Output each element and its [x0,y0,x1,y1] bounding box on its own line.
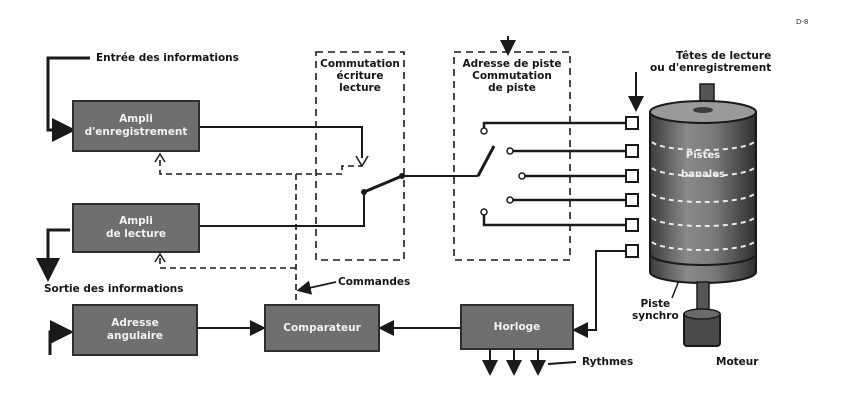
ampli-enreg-line2: d'enregistrement [84,126,188,138]
adresse-angulaire-line1: Adresse [111,317,159,329]
commutation-ecriture-title: Commutation écriture lecture [320,58,400,94]
adresse-piste-l3: de piste [488,82,536,94]
horloge-box: Horloge [460,304,574,350]
adresse-angulaire-line2: angulaire [106,330,164,342]
commutation-ecriture-l2: écriture [336,70,384,82]
comparateur-box: Comparateur [264,304,380,352]
adresse-piste-l2: Commutation [472,70,552,82]
tetes-l2: ou d'enregistrement [650,62,772,74]
figure-ref: D-8 [796,18,809,26]
piste-synchro-l2: synchro [632,310,679,322]
comparateur-label: Comparateur [283,321,361,334]
output-line [36,228,70,282]
commutation-ecriture-l3: lecture [339,82,381,94]
dashed-adresse-piste [453,51,571,261]
track-contacts [480,127,526,216]
drum-label-l1: Pistes [685,150,721,161]
tetes-label: Têtes de lecture ou d'enregistrement [650,50,771,74]
commandes-label: Commandes [338,276,411,288]
drum [649,83,757,347]
piste-synchro-l1: Piste [640,298,671,310]
heads [625,116,639,258]
dashed-commutation-ecriture [315,51,405,261]
horloge-label: Horloge [493,320,541,333]
ampli-enreg-line1: Ampli [119,113,153,125]
moteur-label: Moteur [716,356,759,368]
ampli-lecture-box: Ampli de lecture [72,203,200,253]
adresse-piste-l1: Adresse de piste [462,58,562,70]
sortie-label: Sortie des informations [44,283,184,295]
commutation-ecriture-l1: Commutation [320,58,400,70]
ampli-lecture-line1: Ampli [119,215,153,227]
ampli-enregistrement-box: Ampli d'enregistrement [72,100,200,152]
tetes-l1: Têtes de lecture [675,50,772,62]
adresse-angulaire-box: Adresse angulaire [72,304,198,356]
entree-label: Entrée des informations [96,52,239,64]
ampli-lecture-line2: de lecture [105,228,167,240]
drum-label: Pistes banales [681,150,725,180]
input-line [46,56,90,142]
drum-label-l2: banales [681,169,725,180]
piste-synchro-label: Piste synchro [632,298,679,322]
rythmes-label: Rythmes [582,356,634,368]
adresse-piste-title: Adresse de piste Commutation de piste [462,58,561,94]
